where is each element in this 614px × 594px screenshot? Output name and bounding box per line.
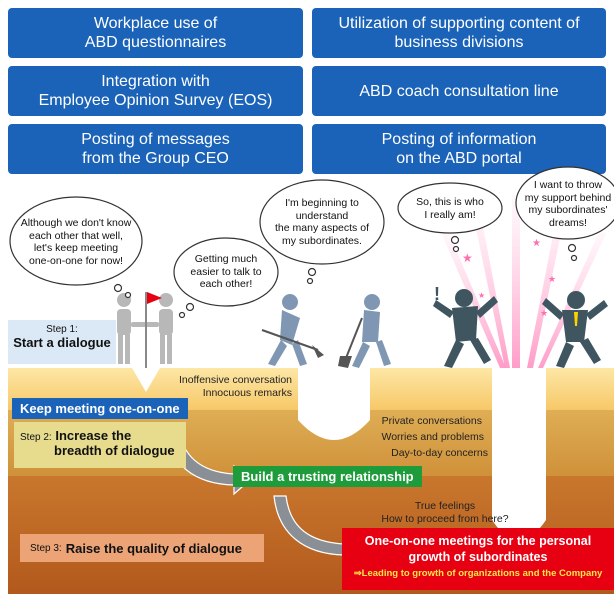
step-2: Step 2: Increase the breadth of dialogue (14, 422, 186, 468)
step-3-title: Raise the quality of dialogue (65, 540, 242, 556)
hole-1 (298, 368, 370, 440)
flag (145, 292, 162, 368)
bubble-text-5: I want to throw my support behind my sub… (524, 179, 612, 229)
stars: ★ ★ ★ ★ ★ (462, 238, 556, 318)
svg-text:★: ★ (548, 274, 556, 284)
step-1-number: Step 1: (46, 324, 78, 335)
keep-meeting-label: Keep meeting one-on-one (12, 398, 188, 419)
digging-figures (261, 294, 391, 368)
svg-text:★: ★ (462, 251, 473, 265)
step-3: Step 3: Raise the quality of dialogue (20, 534, 264, 562)
bubble-text-4: So, this is who I really am! (416, 196, 484, 221)
personal-growth-goal: One-on-one meetings for the personal gro… (342, 528, 614, 590)
trusting-relationship-label: Build a trusting relationship (233, 466, 422, 487)
joyful-figures: ! (433, 284, 608, 368)
bubble-text-3: I'm beginning to understand the many asp… (275, 197, 369, 247)
bubble-text-1: Although we don't know each other that w… (20, 217, 132, 267)
goal-line-1: One-on-one meetings for the personal (364, 534, 592, 548)
layer-1-text: Inoffensive conversation Innocuous remar… (178, 374, 292, 399)
bubble-text-2: Getting much easier to talk to each othe… (190, 253, 262, 290)
layer-2-text-a: Private conversations (381, 415, 482, 427)
box-abd-portal: Posting of information on the ABD portal (312, 124, 606, 174)
step-2-number: Step 2: (20, 432, 52, 443)
svg-text:★: ★ (532, 238, 541, 249)
step-1: Step 1: Start a dialogue (8, 320, 116, 364)
box-supporting-content: Utilization of supporting content of bus… (312, 8, 606, 58)
step-1-title: Start a dialogue (13, 335, 111, 350)
notch (132, 368, 160, 392)
svg-text:★: ★ (540, 308, 548, 318)
goal-line-3: ⇒Leading to growth of organizations and … (353, 568, 603, 579)
bubble-shapes (9, 166, 614, 319)
box-coach-line: ABD coach consultation line (312, 66, 606, 116)
step-3-number: Step 3: (30, 542, 62, 554)
layer-2-text-c: Day-to-day concerns (391, 447, 488, 459)
hole-2 (492, 368, 546, 540)
box-eos-integration: Integration with Employee Opinion Survey… (8, 66, 303, 116)
layer-3-text: True feelings How to proceed from here? (381, 500, 509, 525)
goal-line-2: growth of subordinates (408, 550, 548, 564)
step-2-title-2: breadth of dialogue (54, 443, 175, 458)
svg-text:★: ★ (478, 291, 485, 300)
step-2-title: Increase the (55, 428, 132, 443)
layer-2-text-b: Worries and problems (381, 431, 484, 443)
box-abd-questionnaires: Workplace use of ABD questionnaires (8, 8, 303, 58)
svg-text:!: ! (434, 284, 440, 304)
box-ceo-messages: Posting of messages from the Group CEO (8, 124, 303, 174)
